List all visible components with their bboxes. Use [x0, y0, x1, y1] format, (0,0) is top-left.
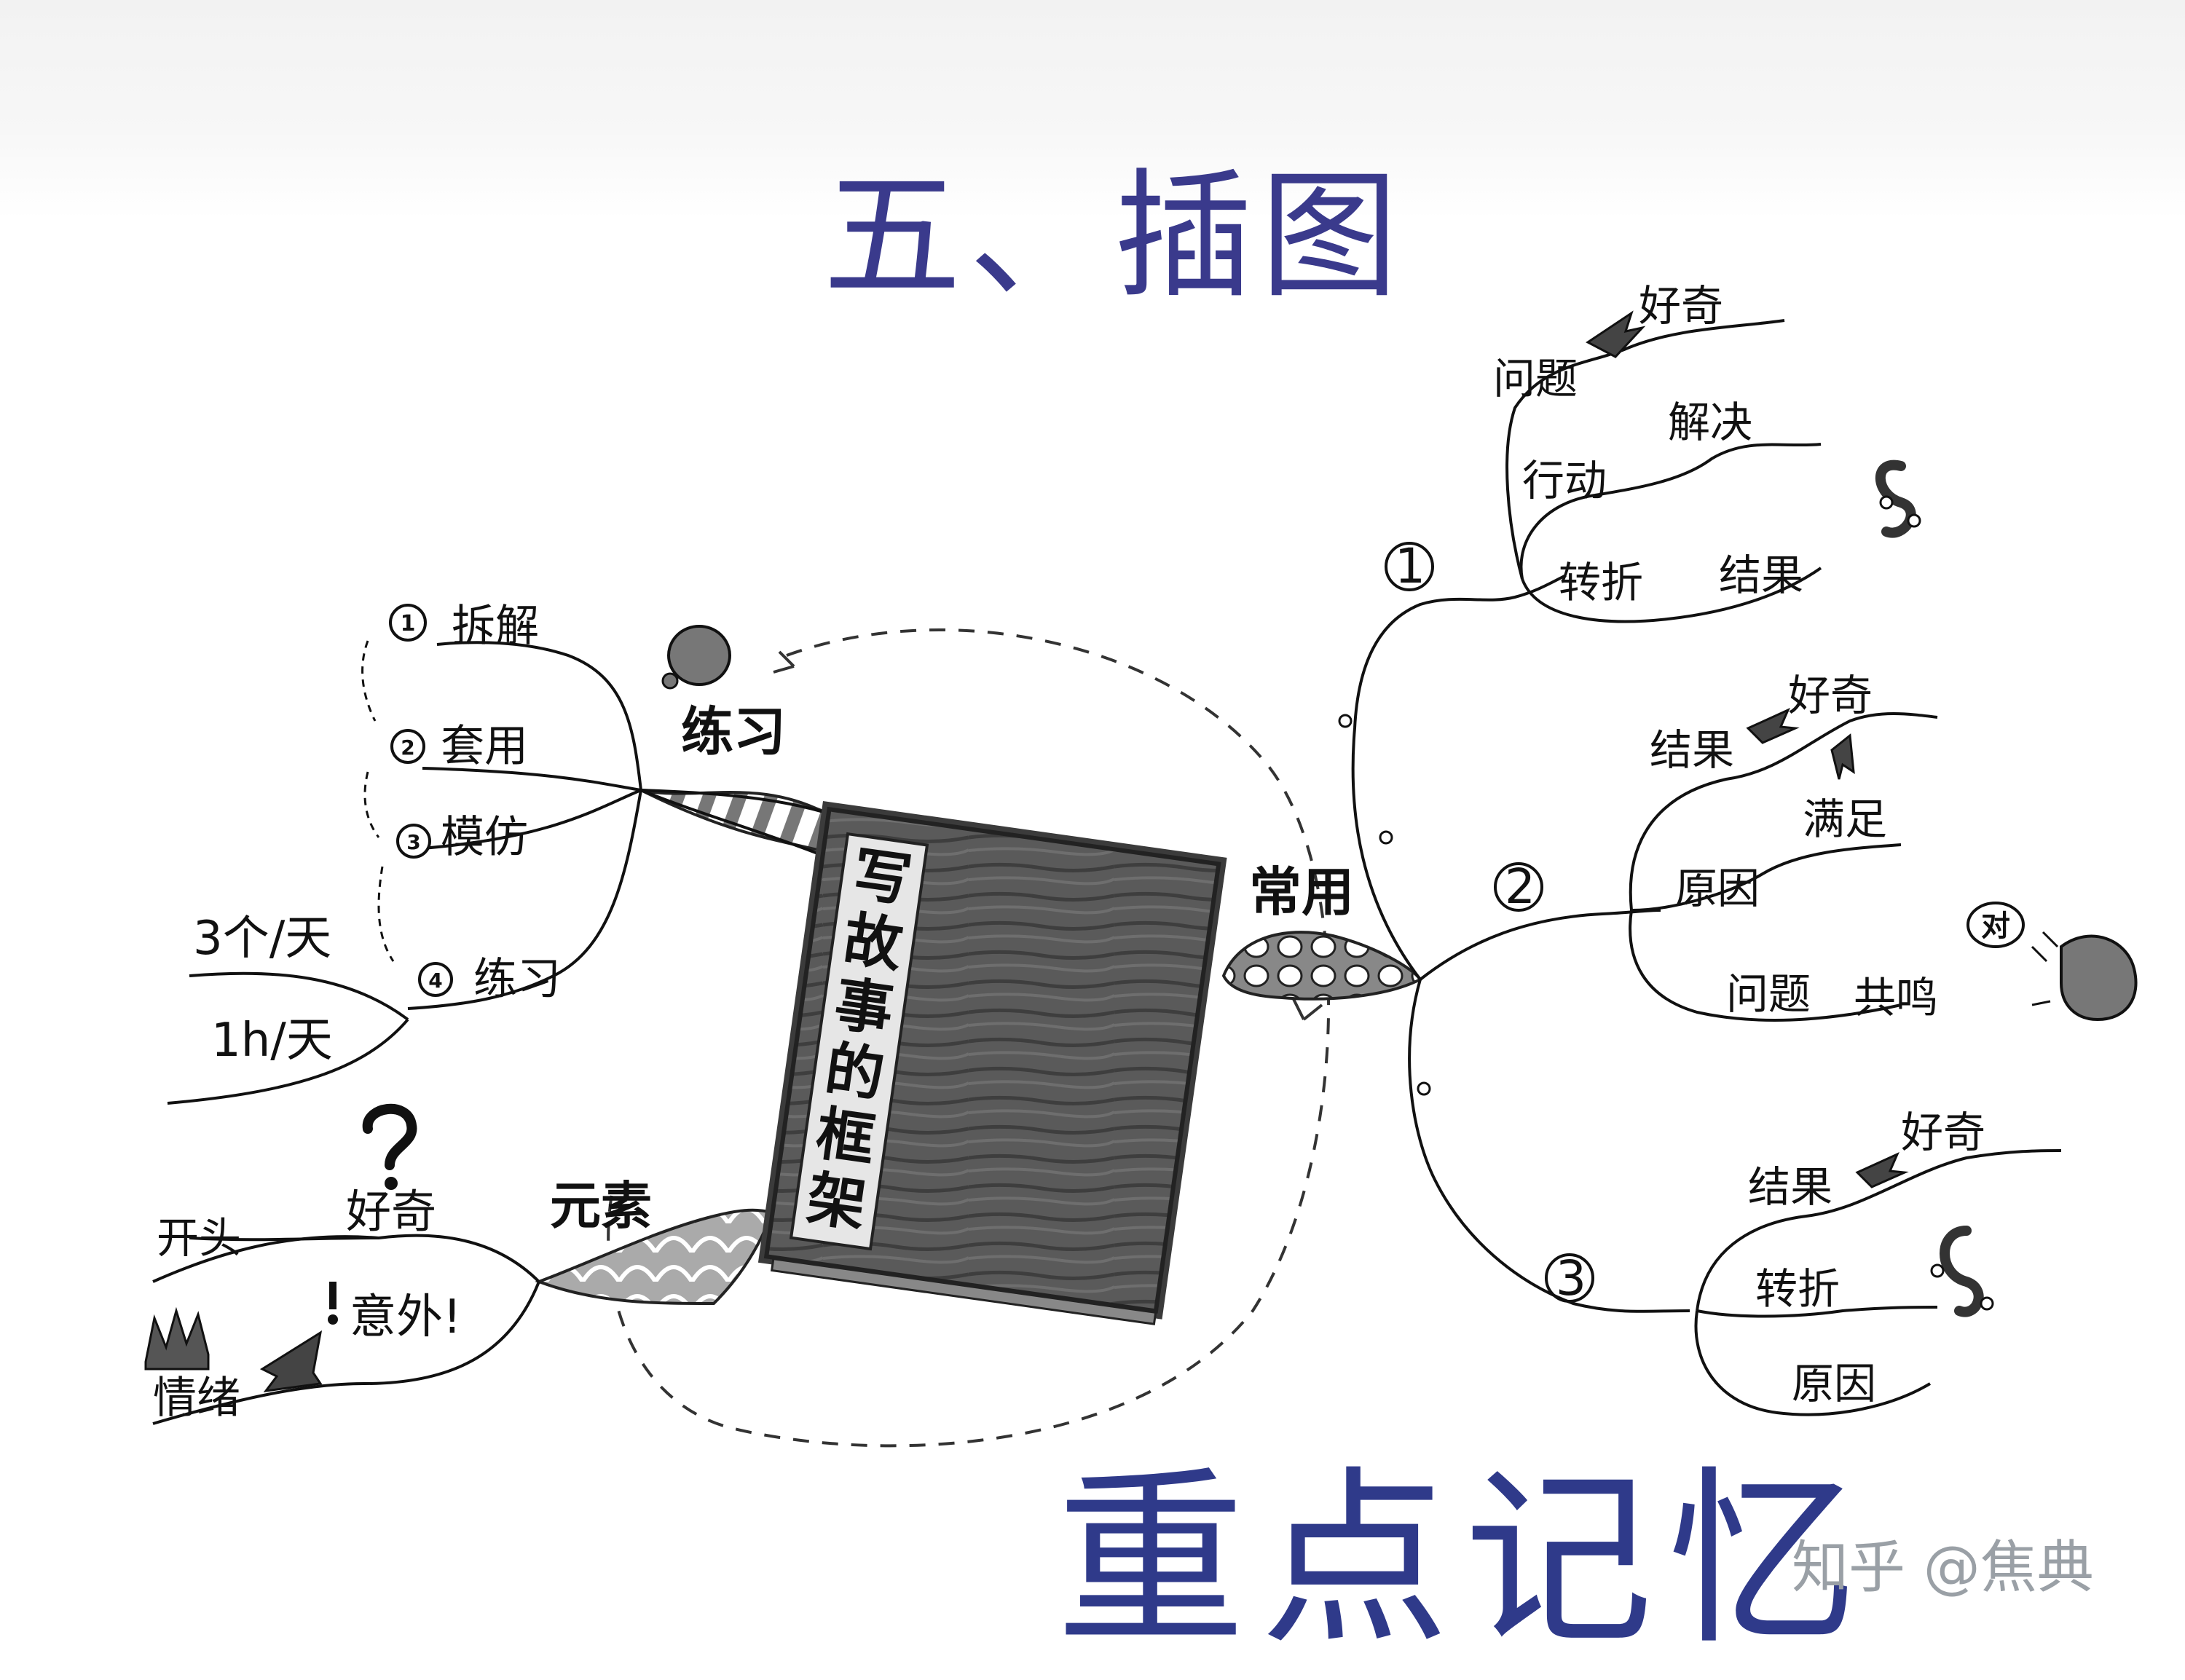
face-icon: 对 — [1967, 902, 2138, 1022]
dashed-arrow-head-2 — [1291, 997, 1323, 1021]
step-label-2: 套用 — [441, 721, 528, 772]
question-mark-icon — [362, 1103, 417, 1190]
trunk-node-2 — [1379, 830, 1393, 845]
dashed-arrow-head — [773, 650, 795, 674]
trunk-node-1 — [1338, 714, 1353, 728]
freq-label-2: 1h/天 — [211, 1014, 333, 1068]
freq-label-1: 3个/天 — [193, 912, 331, 966]
book: 写 故 事 的 框 架 — [757, 801, 1227, 1325]
structure-1: 1 问题 好奇 行动 解决 转折 结果 — [1385, 281, 1921, 623]
arrow-icon — [1855, 1152, 1909, 1188]
top-background — [0, 0, 2185, 218]
watermark: 知乎 @焦典 — [1792, 1535, 2094, 1601]
elements-line-1 — [189, 1234, 540, 1283]
structure-2: 2 结果 好奇 满足 原因 问题 共鸣 对 — [1494, 671, 2138, 1022]
practice-label: 练习 — [681, 701, 786, 762]
svg-text:3: 3 — [406, 830, 420, 854]
svg-text:满足: 满足 — [1803, 794, 1887, 844]
step-label-1: 拆解 — [452, 601, 539, 652]
step-circle-4: 4 — [418, 962, 453, 997]
step-line-4 — [407, 789, 642, 1010]
svg-text:好奇: 好奇 — [1788, 671, 1873, 720]
elements-label: 元素 — [550, 1176, 652, 1236]
svg-text:原因: 原因 — [1792, 1359, 1876, 1408]
book-title-3: 事 — [830, 969, 897, 1044]
freq-line-top — [189, 971, 409, 1021]
thought-bubble-icon — [661, 625, 731, 690]
arrow-icon — [1586, 310, 1646, 358]
dashed-circle — [607, 628, 1331, 1448]
step-line-2 — [422, 767, 642, 792]
book-title-6: 架 — [803, 1164, 870, 1239]
svg-text:1: 1 — [401, 611, 416, 636]
step-label-4: 练习 — [473, 954, 561, 1005]
common-branch-band — [1221, 931, 1422, 1001]
svg-text:好奇: 好奇 — [1639, 281, 1723, 331]
common-trunk-2 — [1419, 909, 1661, 981]
page-title: 五、插图 — [823, 156, 1406, 317]
structure-3: 3 结果 好奇 转折 原因 — [1545, 1108, 2062, 1416]
elements-item-4: 情绪 — [153, 1373, 240, 1424]
book-title-4: 的 — [822, 1035, 889, 1110]
svg-text:解决: 解决 — [1668, 398, 1752, 447]
freq-line-bot — [167, 1018, 409, 1105]
common-trunk — [1351, 574, 1567, 981]
swirl-icon — [1930, 1226, 1994, 1317]
mind-map: 1 2 3 4 拆解 套用 模仿 练习 3个/天 1h/天 练习 元素 开头 好… — [144, 281, 2138, 1448]
step-circle-3: 3 — [396, 824, 431, 859]
step-arrow-1 — [361, 640, 377, 722]
svg-text:好奇: 好奇 — [1901, 1108, 1985, 1157]
svg-text:原因: 原因 — [1675, 864, 1760, 913]
book-title-1: 写 — [849, 840, 916, 915]
step-line-1 — [436, 641, 642, 791]
svg-text:问题: 问题 — [1726, 969, 1811, 1019]
arrow-icon — [1830, 733, 1855, 780]
common-label: 常用 — [1249, 861, 1354, 923]
arrow-icon — [259, 1330, 323, 1392]
svg-text:对: 对 — [1981, 910, 2010, 943]
elements-line-2 — [152, 1235, 379, 1283]
svg-text:2: 2 — [401, 736, 414, 760]
svg-text:结果: 结果 — [1719, 551, 1803, 600]
elements-line-3 — [152, 1281, 540, 1425]
svg-text:问题: 问题 — [1493, 354, 1578, 403]
step-arrow-3 — [377, 866, 395, 962]
step-circle-1: 1 — [389, 604, 427, 642]
common-trunk-3 — [1408, 979, 1690, 1313]
svg-text:3: 3 — [1556, 1250, 1586, 1306]
svg-text:转折: 转折 — [1755, 1264, 1840, 1314]
elements-item-2: 好奇 — [346, 1185, 436, 1238]
trunk-node-3 — [1417, 1081, 1431, 1096]
svg-text:共鸣: 共鸣 — [1854, 973, 1938, 1022]
elements-item-1: 开头 — [157, 1213, 241, 1263]
arrow-icon — [1746, 708, 1800, 744]
elements-item-3: 意外! — [350, 1290, 462, 1344]
svg-text:结果: 结果 — [1748, 1162, 1832, 1212]
svg-text:2: 2 — [1505, 859, 1535, 915]
grass-icon — [144, 1306, 210, 1371]
svg-text:行动: 行动 — [1522, 456, 1607, 505]
step-line-3 — [422, 789, 642, 850]
step-arrow-2 — [363, 771, 380, 838]
svg-text:4: 4 — [428, 969, 442, 993]
book-title-2: 故 — [840, 904, 907, 979]
svg-text:转折: 转折 — [1559, 558, 1643, 607]
footer-title: 重点记忆 — [1056, 1451, 1872, 1671]
step-circle-2: 2 — [390, 729, 425, 764]
step-label-3: 模仿 — [441, 812, 528, 863]
svg-text:结果: 结果 — [1650, 725, 1734, 775]
swirl-icon — [1875, 460, 1921, 538]
book-title-5: 框 — [812, 1100, 879, 1175]
exclamation-icon — [328, 1282, 338, 1325]
